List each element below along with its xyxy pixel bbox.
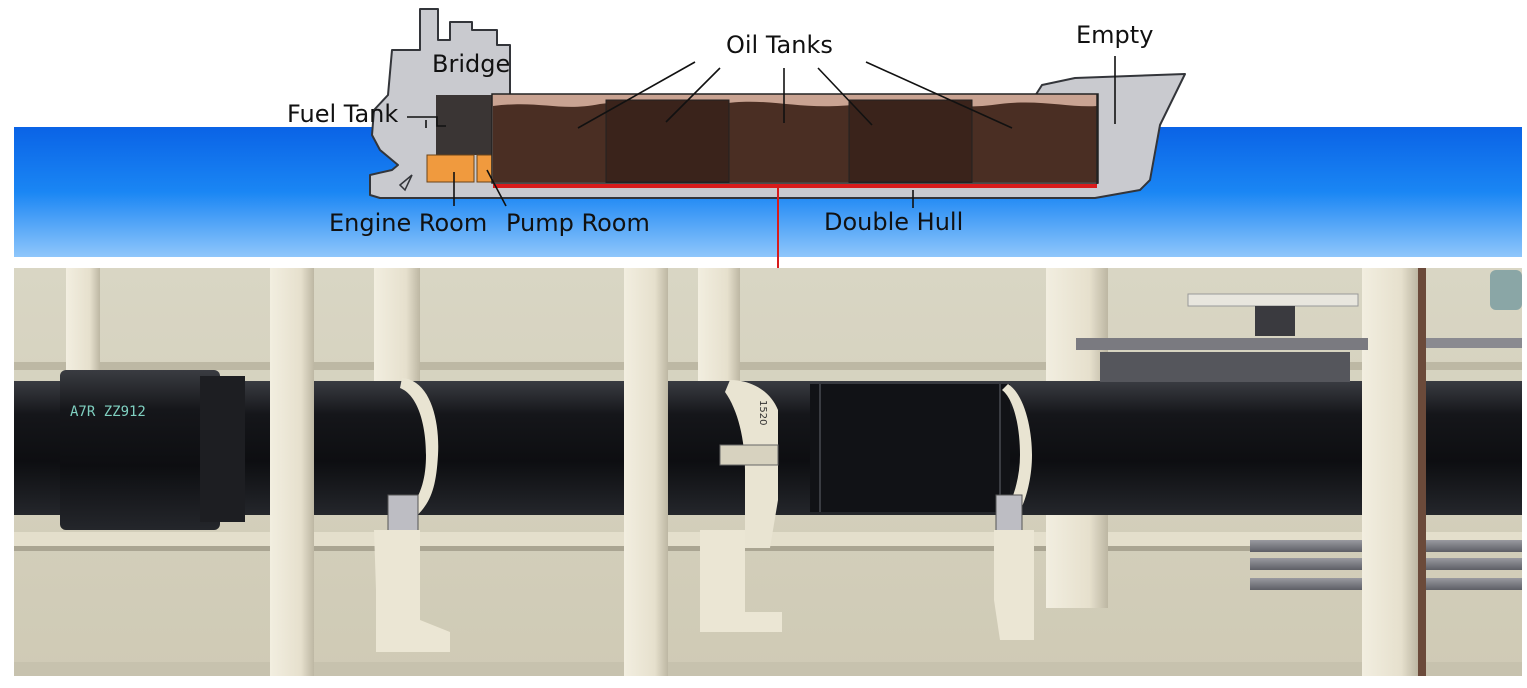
photo-equipment (1076, 270, 1522, 590)
label-double-hull: Double Hull (824, 208, 963, 236)
pump-room (476, 154, 493, 183)
label-bridge: Bridge (432, 50, 510, 78)
photo-bulkheads (270, 268, 1426, 676)
double-hull-photo: A7R ZZ912 1520 (14, 268, 1522, 676)
pipe-marking: A7R ZZ912 (70, 404, 146, 420)
label-pump-room: Pump Room (506, 209, 650, 237)
label-engine-room: Engine Room (329, 209, 487, 237)
ship-diagram: Bridge Fuel Tank Oil Tanks Empty Engine … (14, 8, 1522, 358)
label-empty: Empty (1076, 21, 1153, 49)
oil-tanks (491, 93, 1099, 184)
propeller (398, 174, 413, 192)
label-fuel-tank: Fuel Tank (287, 100, 398, 128)
engine-room (426, 154, 475, 183)
label-oil-tanks: Oil Tanks (726, 31, 833, 59)
fuel-tank (436, 95, 492, 155)
leader-lines (407, 56, 1116, 208)
pipe-clamps: 1520 (387, 378, 1032, 548)
clamp-marking: 1520 (757, 400, 768, 425)
